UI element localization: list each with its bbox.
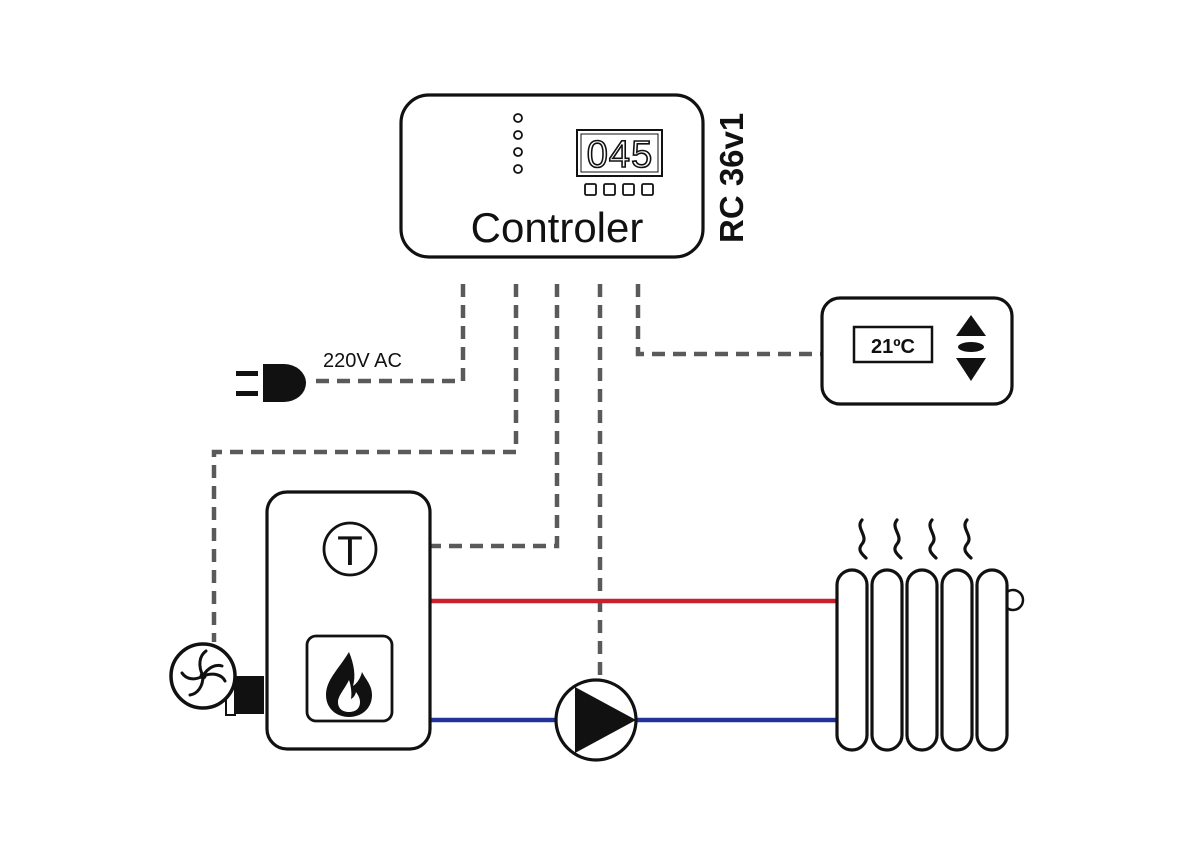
- controller-box: 045 Controler: [399, 93, 705, 259]
- led-indicator: [513, 147, 523, 157]
- plug-icon: [236, 364, 306, 402]
- controller-leds: [513, 113, 523, 174]
- boiler: T: [265, 490, 432, 751]
- thermometer-sensor-icon: T: [322, 521, 378, 577]
- radiator-icon: [835, 568, 1025, 752]
- room-thermostat: 21ºC: [820, 296, 1014, 406]
- radiator-section: [835, 568, 869, 752]
- signal-lines: [211, 284, 822, 680]
- controller-key: [603, 183, 616, 196]
- led-indicator: [513, 130, 523, 140]
- radiator-section: [940, 568, 974, 752]
- controller-key: [622, 183, 635, 196]
- radiator-section: [905, 568, 939, 752]
- up-arrow-icon: [956, 315, 986, 336]
- thermostat-signal-line: [635, 284, 822, 357]
- controller-display: [580, 133, 659, 173]
- thermostat-display: [852, 325, 934, 364]
- radiator-section: [870, 568, 904, 752]
- radiator-section: [975, 568, 1009, 752]
- flame-icon: [326, 652, 372, 717]
- led-indicator: [513, 164, 523, 174]
- down-arrow-icon: [956, 358, 986, 381]
- pump-icon: [554, 678, 638, 762]
- power-label: 220V AC: [323, 350, 402, 372]
- fan-icon: [169, 642, 264, 716]
- controller-label: Controler: [471, 204, 644, 251]
- fan-signal-line: [211, 284, 519, 642]
- sensor-symbol: T: [337, 527, 363, 574]
- sensor-signal-line: [378, 284, 560, 549]
- thermostat-display-value: 21ºC: [871, 336, 915, 358]
- controller-key: [641, 183, 654, 196]
- thermostat-dial: [958, 342, 984, 352]
- controller-keypad: [584, 183, 654, 196]
- controller-model-label: RC 36v1: [713, 113, 750, 243]
- led-indicator: [513, 113, 523, 123]
- controller-key: [584, 183, 597, 196]
- power-signal-line: [316, 284, 466, 384]
- heat-wave-icon: [858, 518, 973, 560]
- controller-display-value: 045: [587, 134, 653, 176]
